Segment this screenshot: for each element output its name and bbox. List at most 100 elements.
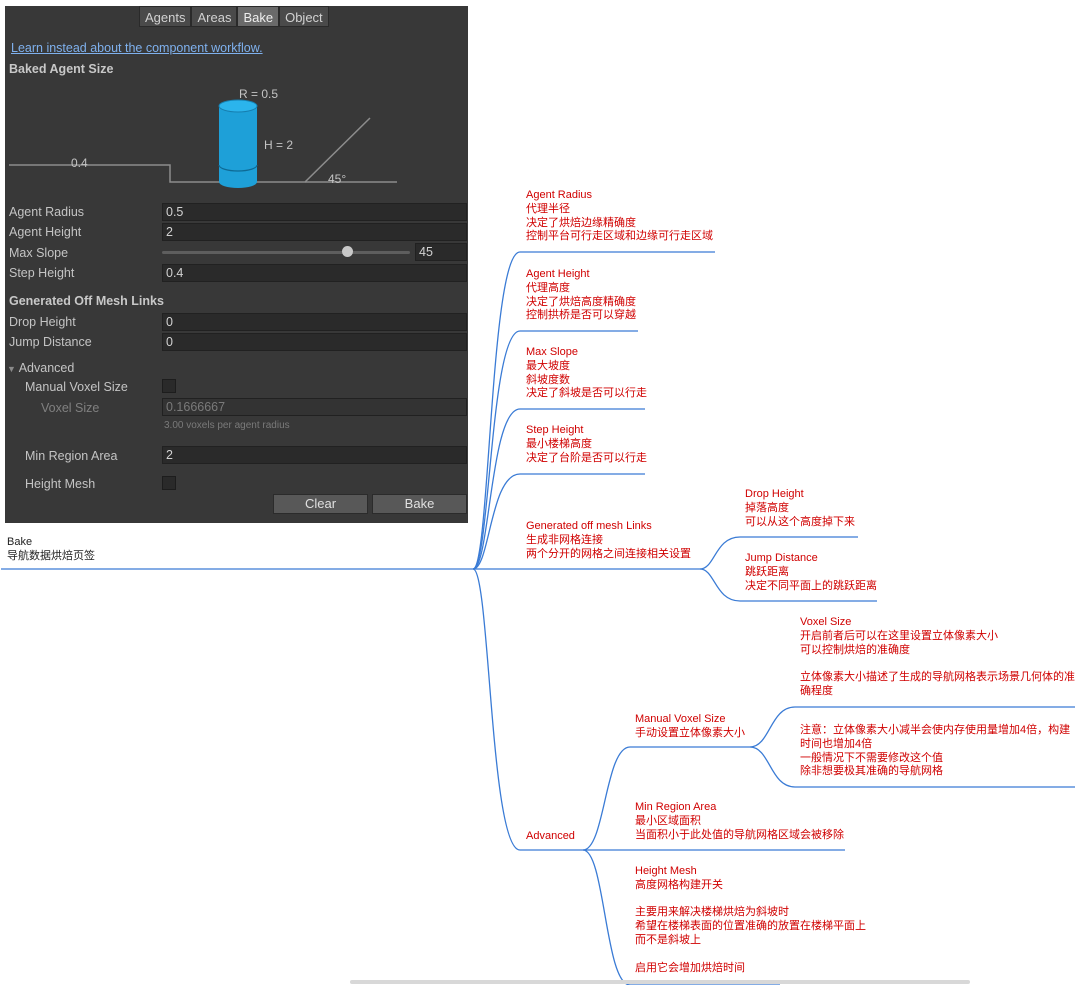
node-line: 可以控制烘焙的准确度	[800, 643, 910, 656]
advanced-foldout[interactable]: ▼ Advanced	[7, 361, 74, 375]
node-line: 决定了斜坡是否可以行走	[526, 387, 647, 400]
node-line: 决定了台阶是否可以行走	[526, 451, 647, 464]
node-agent-radius: Agent Radius 代理半径 决定了烘焙边缘精确度 控制平台可行走区域和边…	[526, 189, 713, 244]
node-line: 确程度	[800, 684, 833, 697]
node-title: Manual Voxel Size	[635, 713, 726, 725]
generated-links-heading: Generated Off Mesh Links	[9, 294, 164, 308]
component-workflow-link[interactable]: Learn instead about the component workfl…	[11, 41, 263, 55]
step-label: 0.4	[71, 156, 88, 170]
node-line	[635, 948, 866, 962]
node-line: 决定不同平面上的跳跃距离	[745, 579, 877, 592]
manual-voxel-size-checkbox[interactable]	[162, 379, 176, 393]
height-label: H = 2	[264, 138, 293, 152]
min-region-area-field[interactable]: 2	[162, 446, 467, 464]
height-mesh-label: Height Mesh	[25, 477, 96, 491]
voxel-size-label: Voxel Size	[41, 401, 100, 415]
drop-height-field[interactable]: 0	[162, 313, 467, 331]
node-line: 生成非网格连接	[526, 533, 603, 546]
node-line: 掉落高度	[745, 501, 789, 514]
navigation-bake-panel: Agents Areas Bake Object Learn instead a…	[5, 6, 468, 523]
node-title: Min Region Area	[635, 801, 717, 813]
horizontal-scrollbar[interactable]	[350, 980, 970, 984]
node-max-slope: Max Slope 最大坡度 斜坡度数 决定了斜坡是否可以行走	[526, 346, 647, 401]
jump-distance-field[interactable]: 0	[162, 333, 467, 351]
node-line	[635, 893, 866, 907]
node-manual-voxel-size: Manual Voxel Size 手动设置立体像素大小	[635, 713, 745, 741]
node-line: 斜坡度数	[526, 373, 570, 386]
node-generated-links: Generated off mesh Links 生成非网格连接 两个分开的网格…	[526, 520, 691, 561]
node-line	[800, 657, 1075, 671]
node-line: 启用它会增加烘焙时间	[635, 961, 745, 974]
node-line: 控制拱桥是否可以穿越	[526, 309, 636, 322]
node-line: 开启前者后可以在这里设置立体像素大小	[800, 629, 998, 642]
node-title: Height Mesh	[635, 865, 697, 877]
root-title: Bake	[7, 536, 33, 548]
node-line: 最小楼梯高度	[526, 437, 592, 450]
root-node: Bake 导航数据烘焙页签	[7, 535, 95, 563]
max-slope-label: Max Slope	[9, 246, 69, 260]
baked-agent-size-heading: Baked Agent Size	[9, 62, 114, 76]
agent-cylinder-icon	[218, 99, 258, 188]
node-title: Agent Radius	[526, 189, 593, 201]
agent-height-label: Agent Height	[9, 225, 82, 239]
node-line: 注意：立体像素大小减半会使内存使用量增加4倍，构建	[800, 724, 1071, 736]
node-line: 除非想要极其准确的导航网格	[800, 765, 943, 778]
node-line: 时间也增加4倍	[800, 737, 873, 750]
node-line: 而不是斜坡上	[635, 933, 701, 946]
node-line: 代理高度	[526, 281, 570, 294]
clear-button[interactable]: Clear	[273, 494, 368, 514]
step-height-field[interactable]: 0.4	[162, 264, 467, 282]
node-title: Advanced	[526, 830, 575, 842]
tab-areas[interactable]: Areas	[191, 6, 238, 27]
navigation-tabs: Agents Areas Bake Object	[139, 6, 329, 28]
node-line: 主要用来解决楼梯烘焙为斜坡时	[635, 906, 789, 919]
min-region-area-label: Min Region Area	[25, 449, 118, 463]
node-line: 最小区域面积	[635, 814, 701, 827]
node-title: Step Height	[526, 424, 584, 436]
tab-object[interactable]: Object	[279, 6, 329, 27]
node-line: 跳跃距离	[745, 565, 789, 578]
node-title: Agent Height	[526, 268, 590, 280]
tab-agents[interactable]: Agents	[139, 6, 192, 27]
node-advanced: Advanced	[526, 830, 575, 844]
root-subtitle: 导航数据烘焙页签	[7, 550, 95, 562]
node-line: 决定了烘焙边缘精确度	[526, 216, 636, 229]
tab-bake[interactable]: Bake	[237, 6, 280, 27]
max-slope-slider-thumb[interactable]	[342, 246, 353, 257]
node-line: 一般情况下不需要修改这个值	[800, 751, 943, 764]
node-step-height: Step Height 最小楼梯高度 决定了台阶是否可以行走	[526, 424, 647, 465]
voxel-size-field: 0.1666667	[162, 398, 467, 416]
node-line: 最大坡度	[526, 359, 570, 372]
max-slope-slider-track[interactable]	[162, 251, 410, 254]
node-agent-height: Agent Height 代理高度 决定了烘焙高度精确度 控制拱桥是否可以穿越	[526, 268, 636, 323]
node-line: 控制平台可行走区域和边缘可行走区域	[526, 230, 713, 243]
agent-radius-field[interactable]: 0.5	[162, 203, 467, 221]
node-line: 希望在楼梯表面的位置准确的放置在楼梯平面上	[635, 920, 866, 933]
bake-button[interactable]: Bake	[372, 494, 467, 514]
foldout-arrow-icon: ▼	[7, 364, 16, 374]
node-drop-height: Drop Height 掉落高度 可以从这个高度掉下来	[745, 488, 855, 529]
node-voxel-note: 注意：立体像素大小减半会使内存使用量增加4倍，构建 时间也增加4倍 一般情况下不…	[800, 724, 1070, 779]
voxel-hint: 3.00 voxels per agent radius	[164, 420, 290, 431]
agent-radius-label: Agent Radius	[9, 205, 85, 219]
node-line: 可以从这个高度掉下来	[745, 515, 855, 528]
agent-height-field[interactable]: 2	[162, 223, 467, 241]
height-mesh-checkbox[interactable]	[162, 476, 176, 490]
node-min-region-area: Min Region Area 最小区域面积 当面积小于此处值的导航网格区域会被…	[635, 801, 844, 842]
node-line: 高度网格构建开关	[635, 878, 723, 891]
node-title: Jump Distance	[745, 552, 818, 564]
node-line: 代理半径	[526, 202, 570, 215]
drop-height-label: Drop Height	[9, 315, 76, 329]
node-voxel-size: Voxel Size 开启前者后可以在这里设置立体像素大小 可以控制烘焙的准确度…	[800, 616, 1075, 699]
radius-label: R = 0.5	[239, 87, 278, 101]
step-height-label: Step Height	[9, 266, 75, 280]
node-line: 手动设置立体像素大小	[635, 726, 745, 739]
slope-label: 45°	[328, 172, 346, 186]
node-line: 当面积小于此处值的导航网格区域会被移除	[635, 828, 844, 841]
advanced-label: Advanced	[18, 361, 75, 375]
node-title: Generated off mesh Links	[526, 520, 652, 532]
node-jump-distance: Jump Distance 跳跃距离 决定不同平面上的跳跃距离	[745, 552, 877, 593]
agent-size-diagram: R = 0.5 H = 2 0.4 45°	[9, 87, 397, 188]
max-slope-field[interactable]: 45	[415, 243, 467, 261]
node-line: 立体像素大小描述了生成的导航网格表示场景几何体的准	[800, 671, 1075, 684]
